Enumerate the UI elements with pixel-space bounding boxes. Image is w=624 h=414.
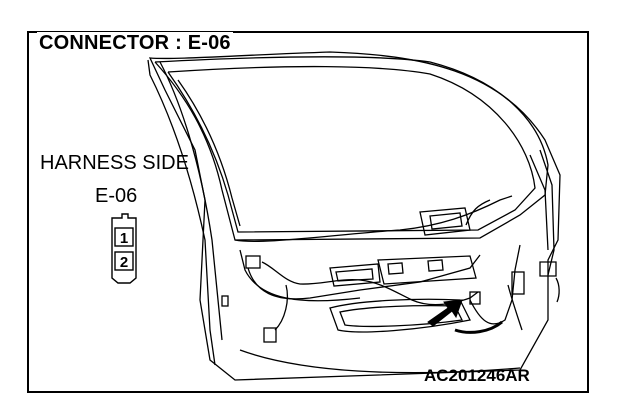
connector-rear-cable [555, 277, 560, 303]
armrest-handle-recess-inner [429, 212, 463, 230]
wiring-harness-right [469, 244, 521, 325]
reference-code: AC201246AR [424, 366, 530, 385]
door-pillar-rear [539, 149, 555, 276]
door-pocket-inner [339, 305, 463, 328]
wiring-harness-left [274, 284, 289, 331]
pin-2-label: 2 [120, 254, 128, 271]
door-pillar-front-2 [159, 61, 223, 341]
harness-connector-id: E-06 [95, 185, 138, 207]
connector-upper-left [245, 255, 261, 269]
pull-handle [329, 263, 381, 287]
wiring-harness-thick [454, 320, 503, 334]
door-trim-mid [239, 249, 361, 302]
connector-mid [469, 291, 481, 305]
door-outer-edge [148, 51, 561, 381]
wiring-harness-main [261, 261, 479, 306]
door-pillar-rear-2 [529, 154, 549, 251]
pin-2-box [114, 251, 134, 271]
pin-1-box [114, 227, 134, 247]
window-frame-inner [167, 65, 536, 233]
wiring-harness-rear [507, 284, 523, 331]
pull-handle-inner [335, 268, 374, 282]
switch-1 [387, 262, 404, 275]
door-pillar-front [147, 59, 216, 366]
switch-panel [377, 255, 477, 285]
harness-connector-icon: 1 2 [111, 213, 137, 284]
diagram-title: CONNECTOR : E-06 [37, 32, 233, 55]
harness-side-label: HARNESS SIDE [40, 152, 189, 174]
connector-pointer-arrow [427, 299, 463, 327]
window-frame-outer [154, 56, 549, 241]
door-pocket [329, 298, 471, 333]
door-lower-edge [239, 349, 521, 374]
connector-lower-left [263, 327, 277, 343]
armrest-handle-recess [419, 207, 471, 236]
connector-rear-plug [539, 261, 557, 277]
wiring-harness-upper [465, 199, 491, 226]
diagram-frame [27, 31, 589, 393]
small-bracket [221, 295, 229, 307]
switch-2 [427, 259, 444, 272]
connector-rear [511, 271, 525, 295]
pin-1-label: 1 [120, 230, 128, 247]
window-frame-line-3 [177, 79, 241, 227]
door-trim-upper [234, 195, 513, 242]
